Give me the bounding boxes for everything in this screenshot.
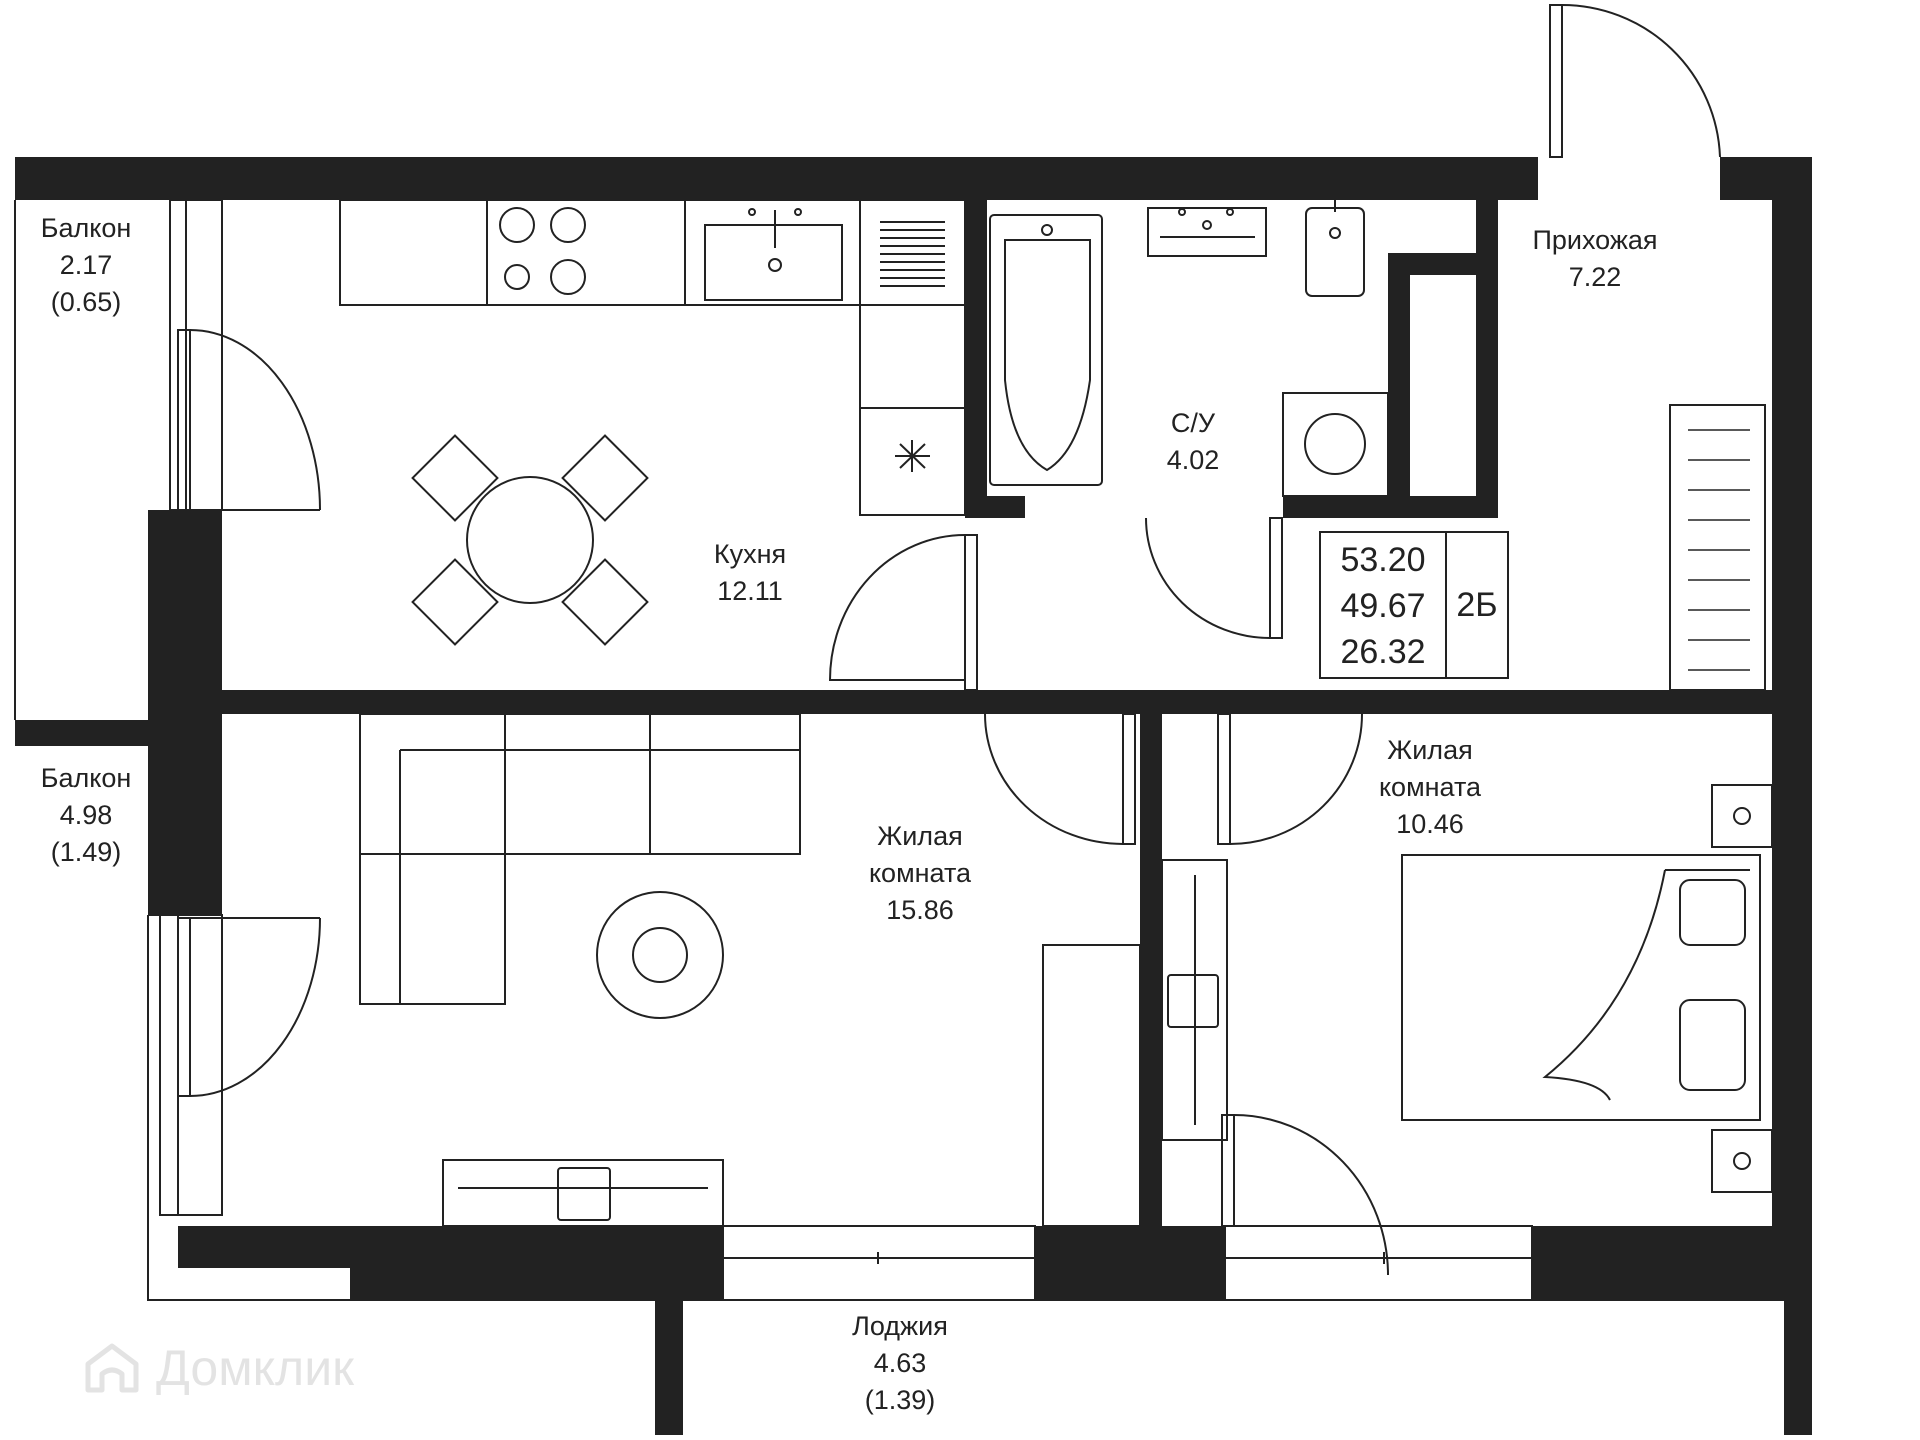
label-living-small: Жилая комната 10.46 <box>1360 732 1500 843</box>
wall-mid-bottom <box>983 690 1778 714</box>
label-kitchen: Кухня 12.11 <box>690 536 810 610</box>
wall-bath-bottom-left <box>965 496 1025 518</box>
house-icon <box>85 1343 139 1393</box>
room-name-line2: комната <box>868 858 972 888</box>
room-name: Лоджия <box>852 1311 948 1341</box>
window-bottom-1 <box>722 1225 1036 1301</box>
hallway-wardrobe <box>1669 404 1766 691</box>
wall-living-divider <box>1140 690 1162 1230</box>
area-without-balcony: 49.67 <box>1340 587 1426 625</box>
wall-bottom-right <box>1532 1226 1812 1300</box>
window-living <box>159 914 223 1216</box>
nightstand-top <box>1711 784 1773 848</box>
room-area: 15.86 <box>886 895 954 925</box>
washing-machine <box>1282 392 1389 497</box>
dishwasher <box>880 221 945 287</box>
room-name-line1: Жилая <box>1387 735 1473 765</box>
wall-shaft-left <box>1388 253 1410 518</box>
room-reduced-area: (1.39) <box>864 1385 936 1415</box>
label-balcony-top: Балкон 2.17 (0.65) <box>30 210 142 321</box>
door-swing-bathroom <box>1145 517 1271 639</box>
room-area: 4.63 <box>873 1348 927 1378</box>
room-name-line1: Жилая <box>877 821 963 851</box>
label-hallway: Прихожая 7.22 <box>1520 222 1670 296</box>
gas-symbol <box>895 440 930 472</box>
label-balcony-bottom: Балкон 4.98 (1.49) <box>30 760 142 871</box>
wall-balcony-top <box>15 157 148 200</box>
wall-kitchen-bottom <box>148 690 983 714</box>
label-living-large: Жилая комната 15.86 <box>850 818 990 929</box>
wall-left-pillar-2 <box>148 720 222 916</box>
thin-lines <box>14 4 1784 1301</box>
door-swing-living-small <box>1229 713 1363 845</box>
wall-bottom-mid <box>1035 1226 1225 1300</box>
watermark-text: Домклик <box>156 1340 355 1396</box>
living-wardrobe <box>1042 944 1141 1227</box>
wall-loggia-right <box>1784 1226 1812 1435</box>
room-area: 4.98 <box>59 800 113 830</box>
window-bottom-2 <box>1224 1225 1533 1301</box>
wall-top <box>148 157 1538 200</box>
wall-loggia-left <box>655 1300 683 1435</box>
room-area: 7.22 <box>1568 262 1622 292</box>
layout-code: 2Б <box>1456 586 1498 624</box>
door-swing-living-balcony <box>189 917 321 1097</box>
area-summary: 53.20 49.67 26.32 2Б <box>1319 531 1509 679</box>
area-values: 53.20 49.67 26.32 <box>1321 533 1447 677</box>
label-bathroom: С/У 4.02 <box>1138 405 1248 479</box>
entrance-door <box>1549 4 1563 158</box>
room-area: 12.11 <box>717 576 783 606</box>
door-swing-loggia <box>1233 1114 1389 1276</box>
wall-balcony-mid <box>15 720 148 746</box>
room-name: Кухня <box>713 539 787 569</box>
door-swing-kitchen-balcony <box>189 329 321 511</box>
watermark: Домклик <box>82 1340 422 1396</box>
wall-bath-right <box>1476 200 1498 518</box>
label-loggia: Лоджия 4.63 (1.39) <box>830 1308 970 1419</box>
room-name: Балкон <box>40 213 132 243</box>
tv-unit-small <box>1161 859 1228 1141</box>
room-name: С/У <box>1170 408 1216 438</box>
wall-right-upper <box>1772 157 1812 717</box>
coffee-table <box>596 891 724 1019</box>
wall-right-lower <box>1772 700 1812 1228</box>
door-swing-living-large <box>984 713 1124 845</box>
washbasin <box>1147 207 1267 257</box>
kitchen-counter <box>339 199 966 306</box>
room-area: 10.46 <box>1396 809 1464 839</box>
room-area: 4.02 <box>1166 445 1220 475</box>
room-reduced-area: (0.65) <box>50 287 122 317</box>
tv-unit-large <box>442 1159 724 1227</box>
room-area: 2.17 <box>59 250 113 280</box>
total-area: 53.20 <box>1340 541 1426 579</box>
toilet <box>1305 207 1365 297</box>
living-area: 26.32 <box>1340 633 1426 671</box>
wall-bath-left <box>965 200 987 510</box>
wall-shaft-top <box>1388 253 1498 275</box>
wall-bottom-left-2 <box>350 1226 723 1300</box>
bed <box>1401 854 1761 1121</box>
dining-table <box>411 434 649 646</box>
sofa <box>359 713 801 1005</box>
wall-left-pillar-1 <box>148 510 222 720</box>
walls <box>15 157 1812 1435</box>
room-name: Прихожая <box>1532 225 1658 255</box>
room-name: Балкон <box>40 763 132 793</box>
bathtub <box>989 214 1103 486</box>
room-name-line2: комната <box>1378 772 1482 802</box>
door-swing-kitchen <box>828 534 966 681</box>
room-reduced-area: (1.49) <box>50 837 122 867</box>
nightstand-bottom <box>1711 1129 1773 1193</box>
kitchen-sink <box>704 224 843 301</box>
